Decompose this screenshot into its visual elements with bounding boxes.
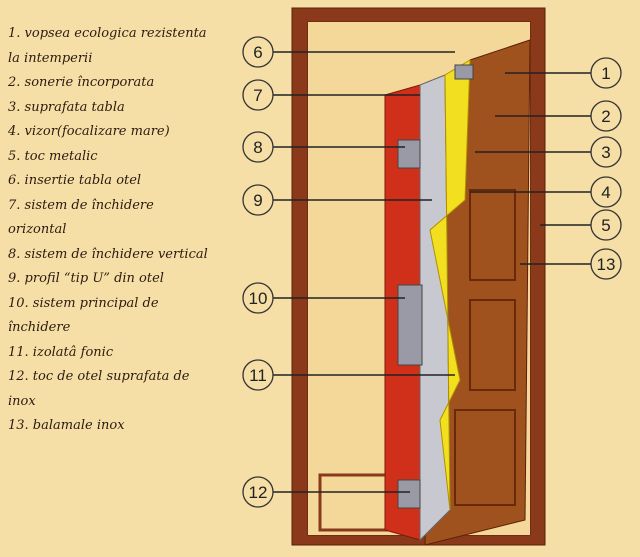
legend-line: 4. vizor(focalizare mare) — [8, 124, 170, 139]
callout-number: 8 — [253, 138, 262, 157]
callout-number: 12 — [249, 483, 268, 502]
callout-circle — [590, 100, 622, 132]
callout-circle — [242, 36, 274, 68]
legend-line: 6. insertie tabla otel — [8, 173, 142, 188]
callout-circle — [590, 57, 622, 89]
legend-line: 2. sonerie încorporata — [8, 75, 155, 90]
legend-line: inox — [8, 393, 36, 409]
door-panels — [454, 189, 516, 506]
callout-circle — [590, 209, 622, 241]
insulation — [429, 59, 471, 511]
legend-line: 8. sistem de închidere vertical — [8, 246, 208, 262]
legend-line: 5. toc metalic — [8, 148, 98, 164]
legend-line: la intemperii — [8, 50, 93, 66]
legend-line: 7. sistem de închidere — [8, 197, 154, 213]
callout-circle — [242, 359, 274, 391]
legend-list: 1. vopsea ecologica rezistenta la intemp… — [8, 22, 248, 439]
callout-number: 7 — [253, 86, 262, 105]
callout-circle — [590, 248, 622, 280]
callout-circle — [590, 136, 622, 168]
callout-circle — [242, 476, 274, 508]
callout-number: 11 — [249, 366, 267, 385]
callout-circle — [242, 282, 274, 314]
callout-number: 10 — [249, 289, 268, 308]
legend-line: orizontal — [8, 222, 67, 237]
callout-number: 1 — [601, 64, 610, 83]
callout-number: 13 — [597, 255, 616, 274]
callout-circle — [590, 176, 622, 208]
callout-number: 6 — [253, 43, 262, 62]
callout-number: 5 — [601, 216, 610, 235]
legend-line: 12. toc de otel suprafata de — [8, 369, 190, 384]
callout-number: 3 — [601, 143, 610, 162]
callout-circle — [242, 79, 274, 111]
callout-number: 4 — [601, 183, 610, 202]
legend-line: 13. balamale inox — [8, 418, 125, 433]
callout-number: 9 — [253, 191, 262, 210]
callout-number: 2 — [601, 107, 610, 126]
legend-line: 11. izolatâ fonic — [8, 344, 114, 360]
callout-circle — [242, 184, 274, 216]
legend-line: 1. vopsea ecologica rezistenta — [8, 26, 207, 41]
lock-mechanisms — [397, 64, 474, 509]
legend-line: 10. sistem principal de — [8, 295, 159, 311]
legend-line: închidere — [8, 320, 71, 335]
legend-line: 9. profil “tip U” din otel — [8, 271, 164, 286]
legend-line: 3. suprafata tabla — [8, 99, 125, 115]
callout-circle — [242, 131, 274, 163]
